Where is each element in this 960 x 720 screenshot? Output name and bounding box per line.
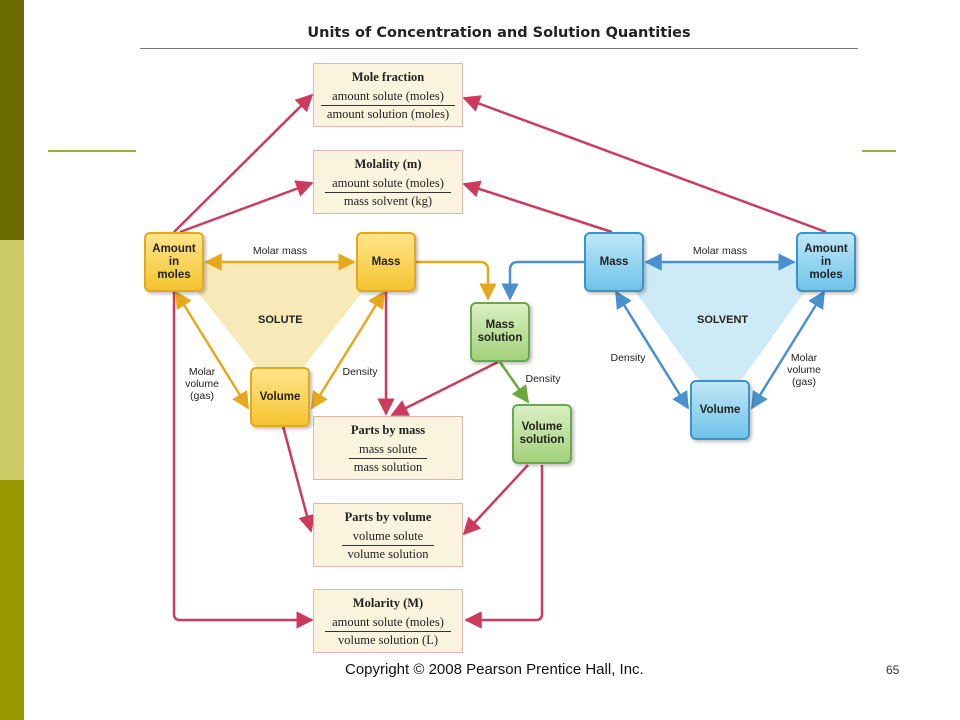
decorative-line-left [48, 150, 136, 152]
parts-by-volume-numerator: volume solute [352, 529, 424, 543]
molality-box: Molality (m) amount solute (moles) mass … [313, 150, 463, 214]
solute-volume-node: Volume [250, 367, 310, 427]
fraction-bar [325, 631, 451, 632]
molality-title: Molality (m) [354, 157, 422, 171]
parts-by-volume-box: Parts by volume volume solute volume sol… [313, 503, 463, 567]
sidebar-band-dark [0, 0, 24, 240]
molarity-numerator: amount solute (moles) [332, 615, 444, 629]
arrow-amount-volume-solvent [750, 290, 826, 410]
parts-by-mass-denominator: mass solution [353, 460, 423, 474]
sidebar-band-mid [0, 480, 24, 720]
arrow-volume-solution-to-molarity [464, 465, 544, 629]
mole-fraction-title: Mole fraction [351, 70, 425, 84]
molar-mass-label-solute: Molar mass [252, 245, 308, 257]
fraction-bar [349, 458, 427, 459]
diagram-title: Units of Concentration and Solution Quan… [307, 25, 691, 41]
parts-by-mass-title: Parts by mass [350, 423, 426, 437]
arrow-amount-volume-solute [174, 290, 250, 410]
molar-mass-label-solvent: Molar mass [692, 245, 748, 257]
mole-fraction-numerator: amount solute (moles) [332, 89, 444, 103]
parts-by-mass-numerator: mass solute [359, 442, 417, 456]
molarity-box: Molarity (M) amount solute (moles) volum… [313, 589, 463, 653]
fraction-bar [321, 105, 455, 106]
sidebar-band-light [0, 240, 24, 480]
molarity-denominator: volume solution (L) [338, 633, 438, 647]
arrow-solvent-mass-to-mass-solution [501, 260, 584, 301]
arrow-amount-to-molarity [172, 292, 314, 629]
density-label-solute: Density [342, 366, 378, 378]
solute-amount-node: Amount in moles [144, 232, 204, 292]
arrow-mass-solution-to-volume-solution [498, 361, 530, 404]
solute-region-label: SOLUTE [258, 314, 303, 326]
solute-mass-node: Mass [356, 232, 416, 292]
density-label-solvent: Density [610, 352, 646, 364]
arrow-volume-to-parts-by-volume [281, 425, 316, 533]
arrow-volume-solution-to-parts-by-volume [462, 464, 529, 536]
solvent-mass-node: Mass [584, 232, 644, 292]
molar-volume-label-solvent: Molar volume (gas) [787, 352, 821, 388]
fraction-bar [325, 192, 451, 193]
solvent-amount-node: Amount in moles [796, 232, 856, 292]
mass-solution-node: Mass solution [470, 302, 530, 362]
parts-by-volume-denominator: volume solution [347, 547, 429, 561]
arrow-mass-solution-to-parts-by-mass [390, 360, 499, 417]
molarity-title: Molarity (M) [352, 596, 424, 610]
volume-solution-node: Volume solution [512, 404, 572, 464]
copyright-footer: Copyright © 2008 Pearson Prentice Hall, … [345, 661, 644, 678]
arrow-solvent-amount-to-mole-fraction [462, 95, 827, 234]
molality-denominator: mass solvent (kg) [343, 194, 433, 208]
arrow-amount-to-mole-fraction [173, 93, 314, 233]
arrow-solvent-mass-to-molality [462, 180, 613, 234]
fraction-bar [342, 545, 434, 546]
arrow-mass-volume-solute [310, 290, 386, 410]
solvent-volume-node: Volume [690, 380, 750, 440]
molar-volume-label-solute: Molar volume (gas) [185, 366, 219, 402]
title-rule [140, 48, 858, 49]
mole-fraction-denominator: amount solution (moles) [326, 107, 450, 121]
decorative-line-right [862, 150, 896, 152]
page-number: 65 [886, 663, 900, 677]
arrow-mass-volume-solvent [614, 290, 690, 410]
arrow-mass-to-mass-solution [416, 260, 497, 301]
parts-by-mass-box: Parts by mass mass solute mass solution [313, 416, 463, 480]
arrow-amount-to-molality [179, 180, 314, 234]
solvent-region-label: SOLVENT [697, 314, 749, 326]
molality-numerator: amount solute (moles) [332, 176, 444, 190]
density-label-solution: Density [525, 373, 561, 385]
parts-by-volume-title: Parts by volume [344, 510, 432, 524]
mole-fraction-box: Mole fraction amount solute (moles) amou… [313, 63, 463, 127]
